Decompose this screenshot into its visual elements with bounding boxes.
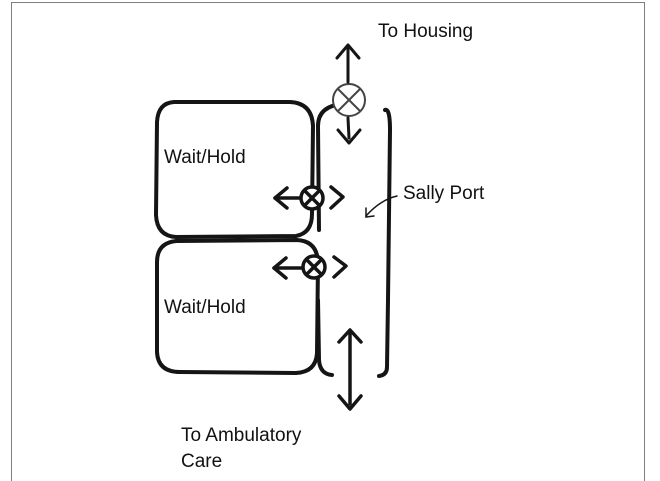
diagram-frame [11,2,645,481]
sally-port-pointer-icon [365,195,398,218]
sally-port-label: Sally Port [403,183,485,204]
wait-hold-lower-label: Wait/Hold [164,297,246,318]
door-to-housing-icon [332,43,366,145]
door-lower-room-icon [272,254,348,280]
sally-port-inner-wall [316,102,345,232]
wait-hold-room-upper [154,100,315,239]
door-upper-room-icon [273,185,345,211]
wait-hold-upper-label: Wait/Hold [164,147,246,168]
to-ambulatory-label-line2: Care [181,451,223,472]
sally-port-bottom-wall [316,298,334,377]
ambulatory-passage-arrow-icon [337,328,363,411]
to-housing-label: To Housing [378,21,474,42]
wait-hold-room-lower [155,238,320,375]
to-ambulatory-label-line1: To Ambulatory [181,425,302,446]
sally-port-wall [377,107,392,378]
